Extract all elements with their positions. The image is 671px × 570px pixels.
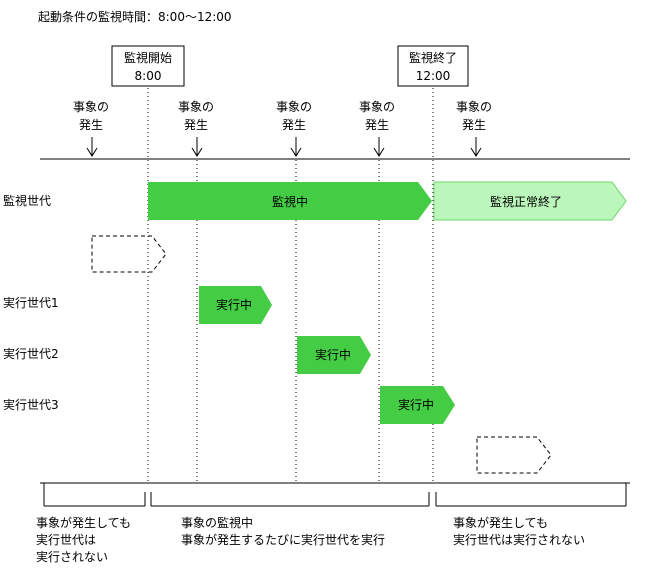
exec-bar-2-label: 実行中 [315, 347, 351, 362]
note-before-line2: 実行世代は [36, 532, 96, 547]
normal-end-bar-label: 監視正常終了 [490, 194, 562, 209]
normal-end-bar: 監視正常終了 [433, 181, 627, 221]
ghost-generation-before [91, 235, 167, 273]
row-label-exec2: 実行世代2 [3, 346, 59, 361]
normal-end-bar-shape [433, 181, 627, 221]
exec-bar-3: 実行中 [380, 386, 455, 424]
monitoring-bar: 監視中 [148, 182, 432, 220]
dotted-guides [147, 88, 434, 484]
note-during: 事象の監視中 事象が発生するたびに実行世代を実行 [181, 515, 385, 547]
event-arrow-4 [373, 137, 385, 157]
event-label-4-line2: 発生 [365, 118, 389, 132]
monitor-end-time: 12:00 [416, 69, 451, 83]
event-label-3-line2: 発生 [282, 118, 306, 132]
event-arrow-1 [86, 137, 98, 157]
exec-bar-1: 実行中 [199, 286, 272, 324]
exec-bar-1-shape [199, 286, 272, 324]
note-after-line1: 事象が発生しても [453, 515, 548, 530]
event-label-5-line1: 事象の [456, 100, 492, 114]
monitor-end-box: 監視終了 12:00 [397, 45, 469, 87]
event-label-1-line1: 事象の [73, 100, 109, 114]
event-label-3: 事象の 発生 [276, 100, 312, 132]
exec-bar-3-label: 実行中 [398, 397, 434, 412]
event-label-1: 事象の 発生 [73, 100, 109, 132]
monitoring-bar-shape [148, 182, 432, 220]
period-brackets [43, 483, 627, 507]
exec-bar-2: 実行中 [297, 336, 371, 374]
monitor-end-label: 監視終了 [409, 50, 457, 65]
monitoring-bar-label: 監視中 [272, 194, 308, 209]
row-label-monitor-generation: 監視世代 [3, 193, 51, 208]
note-during-line2: 事象が発生するたびに実行世代を実行 [181, 532, 385, 547]
row-label-exec1: 実行世代1 [3, 295, 59, 310]
note-after: 事象が発生しても 実行世代は実行されない [453, 515, 585, 547]
event-label-5: 事象の 発生 [456, 100, 492, 132]
monitor-start-time: 8:00 [135, 69, 162, 83]
event-arrow-2 [191, 137, 203, 157]
diagram-title: 起動条件の監視時間：8:00～12:00 [38, 9, 232, 24]
event-label-3-line1: 事象の [276, 100, 312, 114]
event-label-2: 事象の 発生 [178, 100, 214, 132]
event-label-4-line1: 事象の [359, 100, 395, 114]
event-arrow-3 [290, 137, 302, 157]
ghost-generation-after [476, 436, 552, 474]
exec-bar-3-shape [380, 386, 455, 424]
event-label-1-line2: 発生 [79, 118, 103, 132]
note-after-line2: 実行世代は実行されない [453, 532, 585, 547]
note-before: 事象が発生しても 実行世代は 実行されない [36, 515, 131, 564]
monitor-start-box: 監視開始 8:00 [111, 45, 185, 87]
exec-bar-1-label: 実行中 [216, 297, 252, 312]
event-arrows [86, 137, 482, 157]
event-arrow-5 [470, 137, 482, 157]
event-label-2-line2: 発生 [184, 118, 208, 132]
note-before-line1: 事象が発生しても [36, 515, 131, 530]
monitor-start-label: 監視開始 [124, 50, 172, 65]
note-during-line1: 事象の監視中 [181, 515, 253, 530]
event-label-5-line2: 発生 [462, 118, 486, 132]
event-label-4: 事象の 発生 [359, 100, 395, 132]
event-label-2-line1: 事象の [178, 100, 214, 114]
exec-bar-2-shape [297, 336, 371, 374]
note-before-line3: 実行されない [36, 549, 108, 564]
row-label-exec3: 実行世代3 [3, 397, 59, 412]
